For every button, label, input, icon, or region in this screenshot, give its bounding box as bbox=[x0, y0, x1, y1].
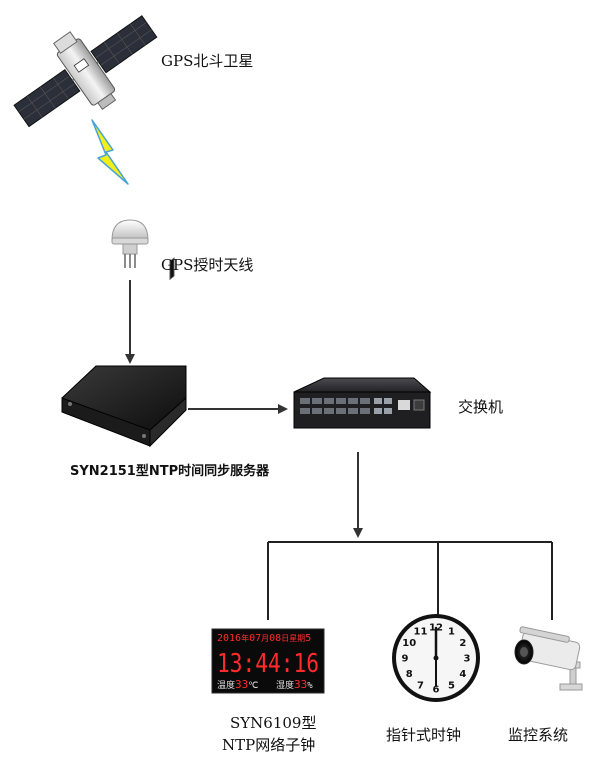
led-year: 2016 bbox=[217, 633, 241, 644]
switch-icon bbox=[293, 377, 432, 429]
led-temp-label: 温度 bbox=[217, 679, 235, 691]
clock-number: 4 bbox=[459, 669, 466, 680]
led-network-clock: 2016年07月08日星期5 13:44:16 温度33℃ 湿度33% bbox=[211, 628, 325, 694]
clock-number: 3 bbox=[464, 654, 471, 665]
led-time: 13:44:16 bbox=[217, 649, 319, 679]
led-weekday-label: 星期 bbox=[289, 634, 305, 643]
svg-text:湿度33%: 湿度33% bbox=[276, 678, 313, 691]
antenna-label: GPS授时天线 bbox=[161, 256, 254, 274]
lightning-icon bbox=[91, 119, 129, 185]
ntp-server-icon bbox=[61, 257, 187, 448]
switch-label: 交换机 bbox=[458, 398, 504, 416]
antenna-icon bbox=[111, 219, 149, 268]
led-month-unit: 月 bbox=[261, 634, 269, 643]
led-weekday: 5 bbox=[305, 633, 311, 644]
camera-label: 监控系统 bbox=[508, 726, 569, 744]
led-day-unit: 日 bbox=[281, 634, 289, 643]
led-humidity-value: 33 bbox=[294, 678, 307, 691]
distribution-lines bbox=[267, 541, 553, 620]
clock-number: 11 bbox=[414, 627, 428, 638]
clock-number: 7 bbox=[417, 680, 424, 691]
clock-number: 5 bbox=[448, 680, 455, 691]
surveillance-camera-icon bbox=[514, 626, 583, 691]
clock-number: 9 bbox=[402, 654, 409, 665]
svg-text:温度33℃: 温度33℃ bbox=[217, 678, 258, 691]
led-temp-unit: ℃ bbox=[248, 681, 258, 691]
analog-clock-label: 指针式时钟 bbox=[386, 726, 462, 744]
led-temp-value: 33 bbox=[235, 678, 248, 691]
led-humidity-label: 湿度 bbox=[276, 679, 294, 691]
satellite-label: GPS北斗卫星 bbox=[161, 52, 254, 70]
clock-number: 6 bbox=[433, 685, 440, 696]
led-month: 07 bbox=[249, 633, 261, 644]
network-clock-label-line1: SYN6109型 bbox=[230, 714, 317, 732]
satellite-icon bbox=[13, 15, 158, 128]
clock-number: 2 bbox=[459, 638, 466, 649]
server-label: SYN2151型NTP时间同步服务器 bbox=[70, 464, 270, 479]
led-humidity-unit: % bbox=[307, 681, 313, 691]
clock-number: 1 bbox=[448, 627, 455, 638]
led-year-unit: 年 bbox=[241, 633, 249, 643]
svg-text:2016年07月08日星期5: 2016年07月08日星期5 bbox=[217, 633, 311, 644]
analog-clock-icon: 121234567891011 bbox=[392, 614, 480, 702]
clock-number: 10 bbox=[402, 638, 416, 649]
led-day: 08 bbox=[269, 633, 281, 644]
clock-number: 8 bbox=[406, 669, 413, 680]
network-clock-label-line2: NTP网络子钟 bbox=[222, 736, 316, 754]
